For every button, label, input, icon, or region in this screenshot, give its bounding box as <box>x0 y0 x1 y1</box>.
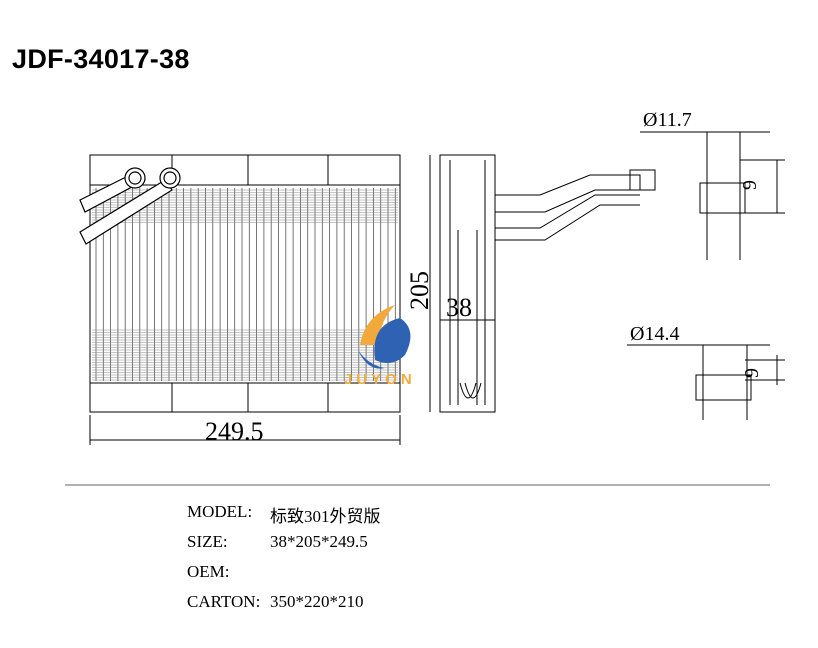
spec-label: MODEL: <box>187 502 253 521</box>
height-dimension: 205 <box>405 155 434 412</box>
pipe-detail-large: Ø14.4 9 <box>627 323 785 420</box>
width-dim-label: 249.5 <box>205 417 264 446</box>
depth-dim-label: 38 <box>446 293 472 322</box>
part-number-title: JDF-34017-38 <box>12 44 190 74</box>
pipe-large-length: 9 <box>741 368 763 378</box>
pipe-small-diameter: Ø11.7 <box>643 109 692 131</box>
spec-table: MODEL: 标致301外贸版 SIZE: 38*205*249.5 OEM: CA… <box>187 502 381 622</box>
logo-text: JUYON <box>344 371 416 388</box>
spec-row-model: MODEL: 标致301外贸版 <box>187 502 381 532</box>
side-view: 38 <box>439 154 656 413</box>
pipe-detail-small: Ø11.7 9 <box>640 109 785 260</box>
spec-row-carton: CARTON: 350*220*210 <box>187 592 381 622</box>
spec-value: 350*220*210 <box>270 592 364 611</box>
spec-label: OEM: <box>187 562 230 581</box>
front-view: JUYON <box>79 154 416 413</box>
spec-label: SIZE: <box>187 532 228 551</box>
spec-row-oem: OEM: <box>187 562 381 592</box>
juyon-logo <box>358 305 411 369</box>
spec-value: 标致301外贸版 <box>270 507 381 526</box>
spec-row-size: SIZE: 38*205*249.5 <box>187 532 381 562</box>
width-dimension: 249.5 <box>89 415 401 446</box>
pipe-small-length: 9 <box>739 180 761 190</box>
spec-value: 38*205*249.5 <box>270 532 368 551</box>
spec-label: CARTON: <box>187 592 261 611</box>
height-dim-label: 205 <box>405 271 434 310</box>
pipe-large-diameter: Ø14.4 <box>630 323 679 345</box>
